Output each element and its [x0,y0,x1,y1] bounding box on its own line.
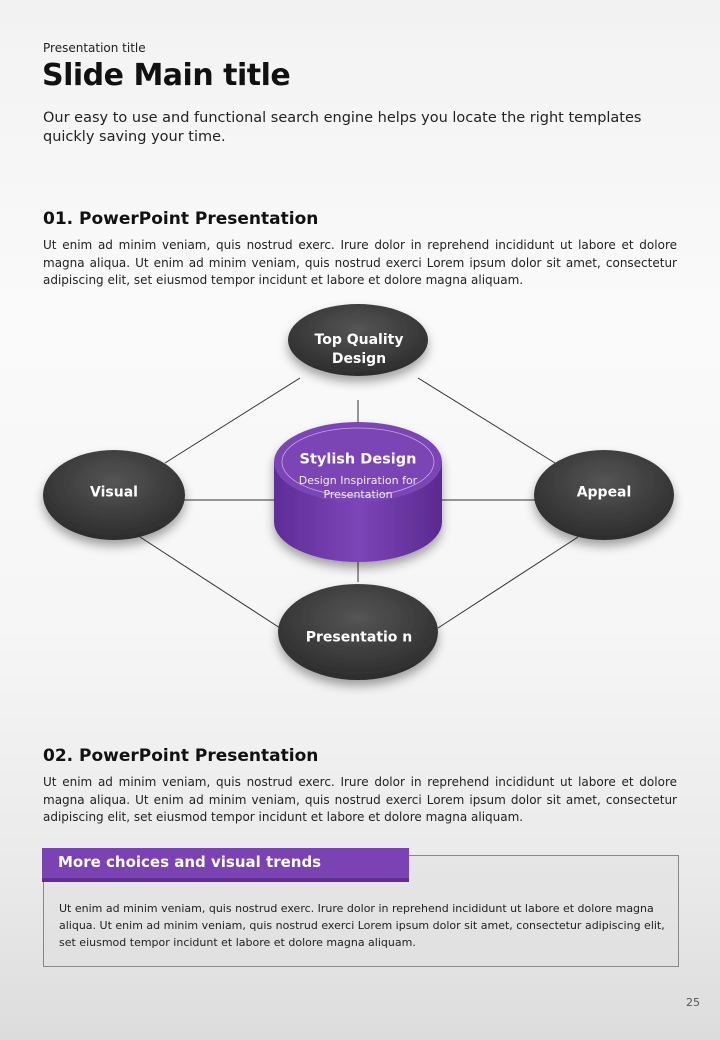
node-center [274,422,442,562]
node-left [43,450,185,540]
section1-body: Ut enim ad minim veniam, quis nostrud ex… [43,238,677,287]
section2-heading: 02. PowerPoint Presentation [43,746,319,766]
node-right-label: Appeal [576,484,632,501]
node-bottom-label: Presentatio n [305,629,413,646]
node-top-label: Top Quality Design [314,332,404,367]
callout-title: More choices and visual trends [42,848,409,882]
node-top [288,304,428,376]
center-title: Stylish Design [299,451,417,468]
center-subtitle: Design Inspiration for Presentation [298,474,418,501]
node-bottom [278,584,438,680]
section1-heading: 01. PowerPoint Presentation [43,209,319,229]
presentation-title: Presentation title [43,41,146,55]
callout-body: Ut enim ad minim veniam, quis nostrud ex… [59,902,665,949]
page-number: 25 [686,996,700,1009]
subtitle: Our easy to use and functional search en… [43,110,642,145]
page-title: Slide Main title [42,58,291,93]
connector-lines [139,377,579,629]
node-left-label: Visual [90,484,138,501]
node-right [534,450,674,540]
section2-body: Ut enim ad minim veniam, quis nostrud ex… [43,775,677,824]
